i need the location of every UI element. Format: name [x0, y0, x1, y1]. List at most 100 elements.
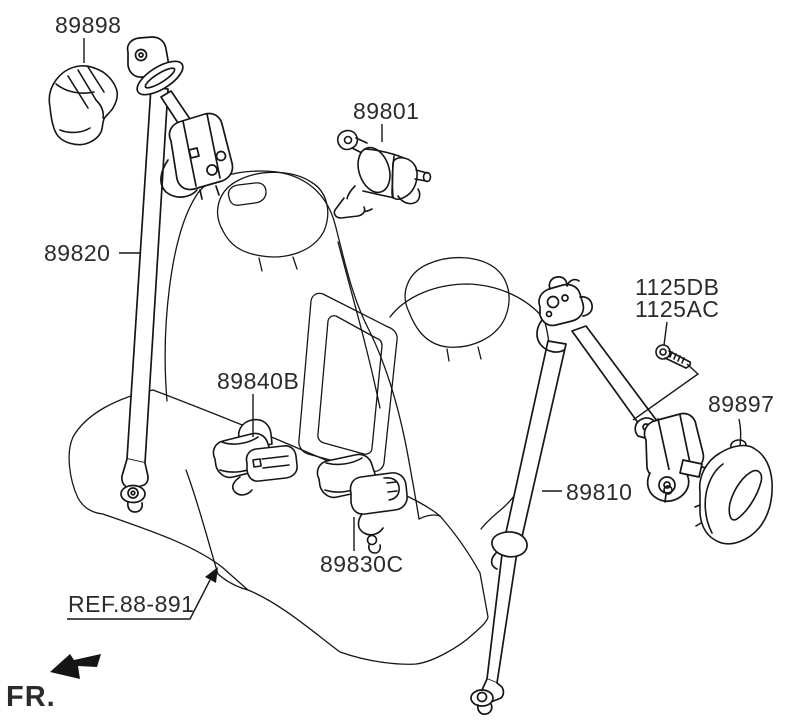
retractor-89801-tab — [336, 129, 359, 151]
belt-89810-anchor-hook — [536, 319, 565, 353]
fr-arrow-icon — [50, 654, 101, 679]
belt-89820-retractor-spool — [206, 164, 218, 176]
center-panel-outer — [298, 292, 398, 473]
belt-89820-retractor-window — [188, 147, 200, 159]
ref-arrowhead — [205, 567, 218, 583]
belt-89810-webbing-upper — [502, 340, 567, 551]
belt-89810-base-bolt — [663, 485, 673, 495]
belt-89820-assembly — [120, 36, 234, 513]
belt-89820-lower-bolt-center — [130, 490, 136, 496]
cover-89897-inner-edge — [704, 463, 724, 534]
buckle-89830C-bolt — [366, 534, 378, 546]
belt-89810-guide-loop — [491, 531, 528, 558]
callout-89897: 89897 — [708, 391, 774, 417]
right-headrest — [404, 256, 510, 348]
retractor-89801-cap — [391, 156, 418, 201]
belt-89810-lower-anchor — [470, 689, 494, 707]
fr-indicator: FR. — [6, 654, 101, 713]
retractor-89801-arm — [397, 188, 421, 205]
backrest-bottom-join — [418, 514, 441, 520]
center-panel-inner — [317, 315, 383, 455]
retractor-89801-stud-cap — [422, 171, 432, 183]
belt-89820-guide-loop — [136, 60, 184, 96]
retractor-89801-tab-hole — [343, 135, 353, 145]
buckle-89830C-slot — [386, 481, 398, 493]
buckle-89840B — [212, 418, 298, 496]
callout-89830C: 89830C — [320, 551, 404, 577]
cushion-right-seam — [439, 515, 481, 574]
callout-89810: 89810 — [566, 479, 632, 505]
belt-89820-tip — [121, 458, 149, 490]
belt-89820-webbing — [126, 86, 169, 464]
retractor-89801-collar — [391, 155, 395, 199]
leader-1125 — [663, 321, 668, 346]
cover-89897 — [694, 439, 773, 545]
buckle-89830C — [316, 453, 408, 554]
belt-89810-base-stem — [664, 493, 667, 503]
belt-89820-retractor-flap — [160, 159, 198, 198]
callout-1125AC: 1125AC — [635, 296, 719, 322]
cover-89898 — [48, 65, 119, 146]
bolt-1125 — [655, 344, 692, 369]
belt-89810-anchor-side-tab — [579, 295, 593, 317]
ref-label: REF.88-891 — [68, 591, 194, 617]
cushion-left-edge — [68, 389, 154, 515]
callout-89820: 89820 — [44, 240, 110, 266]
bolt-1125-head — [655, 344, 671, 360]
belt-89810-top-anchor — [538, 283, 585, 327]
bolt-1125-threads — [669, 351, 685, 364]
belt-89820-anchor-bolt — [134, 48, 148, 62]
bolt-1125-tip — [685, 361, 692, 369]
buckle-89840B-slot — [261, 455, 290, 469]
cover-89897-clip — [730, 439, 747, 449]
callout-1125DB: 1125DB — [635, 274, 719, 300]
ref-underline — [67, 579, 211, 620]
buckle-89840B-window — [252, 458, 262, 468]
cover-89898-inner-bottom — [59, 127, 91, 134]
leader-89897 — [738, 418, 742, 447]
buckle-89840B-wire-loop — [232, 476, 253, 496]
retractor-89801-top — [364, 148, 405, 159]
cover-89897-scoop — [728, 469, 763, 521]
belt-89820-guide-slot — [144, 67, 176, 89]
belt-89810-anchor-hole2 — [561, 294, 569, 302]
buckle-89830C-nub — [368, 544, 382, 554]
retractor-89801 — [333, 129, 432, 219]
cover-89898-inner-edge — [95, 99, 105, 119]
part-callouts: 89898 89820 89801 89840B 89830C 1125DB 1… — [44, 12, 774, 577]
belt-89820-retractor-tabs — [199, 185, 220, 200]
belt-89810-connector — [679, 459, 703, 478]
callout-89898: 89898 — [55, 12, 121, 38]
cushion-top-edge — [152, 389, 441, 517]
belt-89810-retractor-lines — [657, 414, 692, 475]
belt-89810-retractor-drum — [646, 467, 690, 502]
bolt-1125-head-center — [659, 348, 667, 356]
belt-89820-retractor-hole — [215, 150, 227, 162]
belt-89810-retractor-spool-center — [663, 481, 671, 489]
cover-89898-ribs — [67, 66, 105, 109]
belt-89810-retractor-spool — [658, 476, 676, 494]
belt-89820-lower-nub — [126, 501, 144, 513]
cover-89898-inner-top — [55, 83, 95, 94]
callout-89840B: 89840B — [217, 368, 299, 394]
left-backrest-patch — [227, 182, 267, 206]
belt-89810-webbing-lower — [486, 545, 518, 684]
left-headrest-posts — [258, 256, 298, 272]
left-headrest — [216, 171, 329, 258]
fr-label: FR. — [6, 681, 56, 713]
belt-89810-anchor-tabs — [548, 276, 580, 290]
cover-89897-tabs — [694, 504, 702, 527]
belt-89820-anchor-bolt-center — [138, 52, 144, 58]
callout-89801: 89801 — [353, 98, 419, 124]
left-backrest-seam — [337, 241, 381, 409]
right-headrest-posts — [446, 346, 482, 362]
buckle-89840B-head — [245, 445, 298, 482]
left-backrest — [164, 170, 420, 520]
ref-callout: REF.88-891 — [67, 567, 218, 620]
retractor-89801-left-face — [357, 146, 391, 194]
belt-89810-lower-bolt — [476, 691, 488, 703]
belt-89820-lower-bolt — [127, 487, 139, 499]
buckle-89830C-lower — [357, 513, 384, 536]
belt-89810-lower-nub — [477, 703, 493, 715]
